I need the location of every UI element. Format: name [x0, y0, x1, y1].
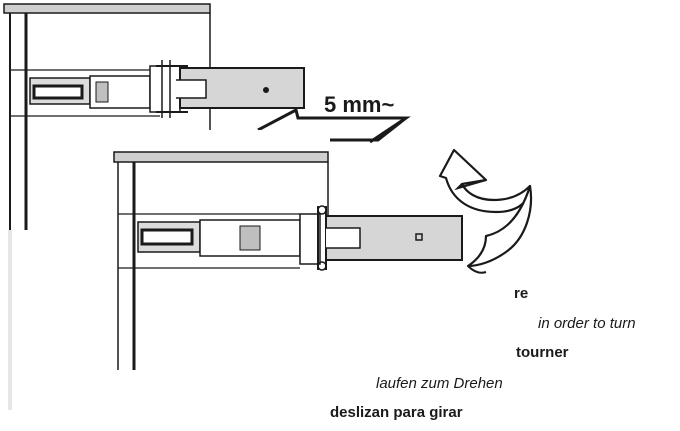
front-top-strip	[113, 151, 329, 163]
caption-line-3: tourner	[516, 344, 569, 361]
caption-line-4: laufen zum Drehen	[376, 375, 503, 392]
white-cover-block	[0, 230, 110, 426]
front-screw-nut-bottom	[317, 261, 327, 271]
front-slider-block	[239, 225, 261, 251]
offset-zigzag-icon	[257, 107, 411, 144]
curved-rotation-arrow-icon	[438, 148, 532, 274]
rear-drawer-view	[3, 3, 305, 230]
caption-line-5: deslizan para girar	[330, 404, 463, 421]
rear-top-strip	[3, 3, 211, 14]
front-screw-plate	[299, 213, 321, 265]
rear-bar-notch	[176, 79, 207, 99]
front-bar-hole	[415, 233, 423, 241]
front-screw-nut-top	[317, 205, 327, 215]
rear-slider-core	[32, 84, 84, 100]
caption-line-2: in order to turn	[538, 315, 636, 332]
front-slider-core	[140, 228, 194, 246]
caption-line-1: re	[514, 285, 529, 302]
rear-bar-hole	[263, 87, 269, 93]
rear-screw-plate	[149, 65, 181, 113]
rear-slider-block	[95, 81, 109, 103]
front-drawer-view	[113, 130, 463, 370]
front-bar-notch	[326, 227, 361, 249]
measurement-label: 5 mm~	[324, 92, 395, 117]
